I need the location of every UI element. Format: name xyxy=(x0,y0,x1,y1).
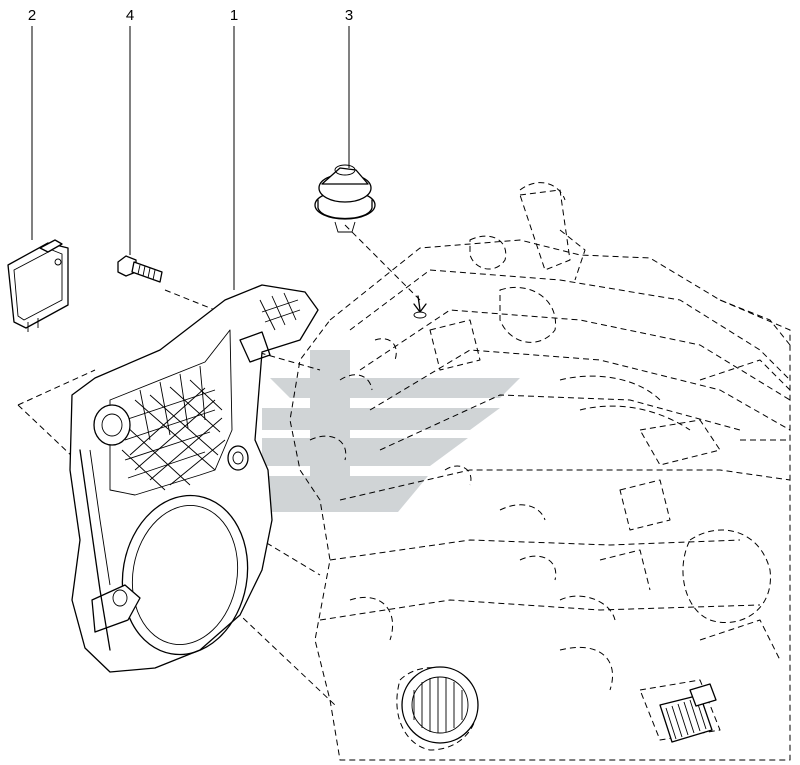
part-3-filler-cap xyxy=(314,164,376,233)
engine-block-outline xyxy=(289,182,791,761)
callout-4: 4 xyxy=(126,7,134,24)
filler-neck-marker xyxy=(413,295,427,319)
callout-1: 1 xyxy=(230,7,238,24)
watermark-logo xyxy=(262,350,520,512)
callout-3: 3 xyxy=(345,7,353,24)
part-1-timing-cover xyxy=(69,284,319,673)
callout-2: 2 xyxy=(28,7,36,24)
callout-labels: 2 4 1 3 xyxy=(28,7,353,24)
callout-leaders xyxy=(31,26,350,290)
part-4-bolt xyxy=(117,255,163,283)
part-2-plate xyxy=(7,239,69,332)
oil-filter xyxy=(401,666,479,744)
threaded-sensor xyxy=(659,683,717,743)
